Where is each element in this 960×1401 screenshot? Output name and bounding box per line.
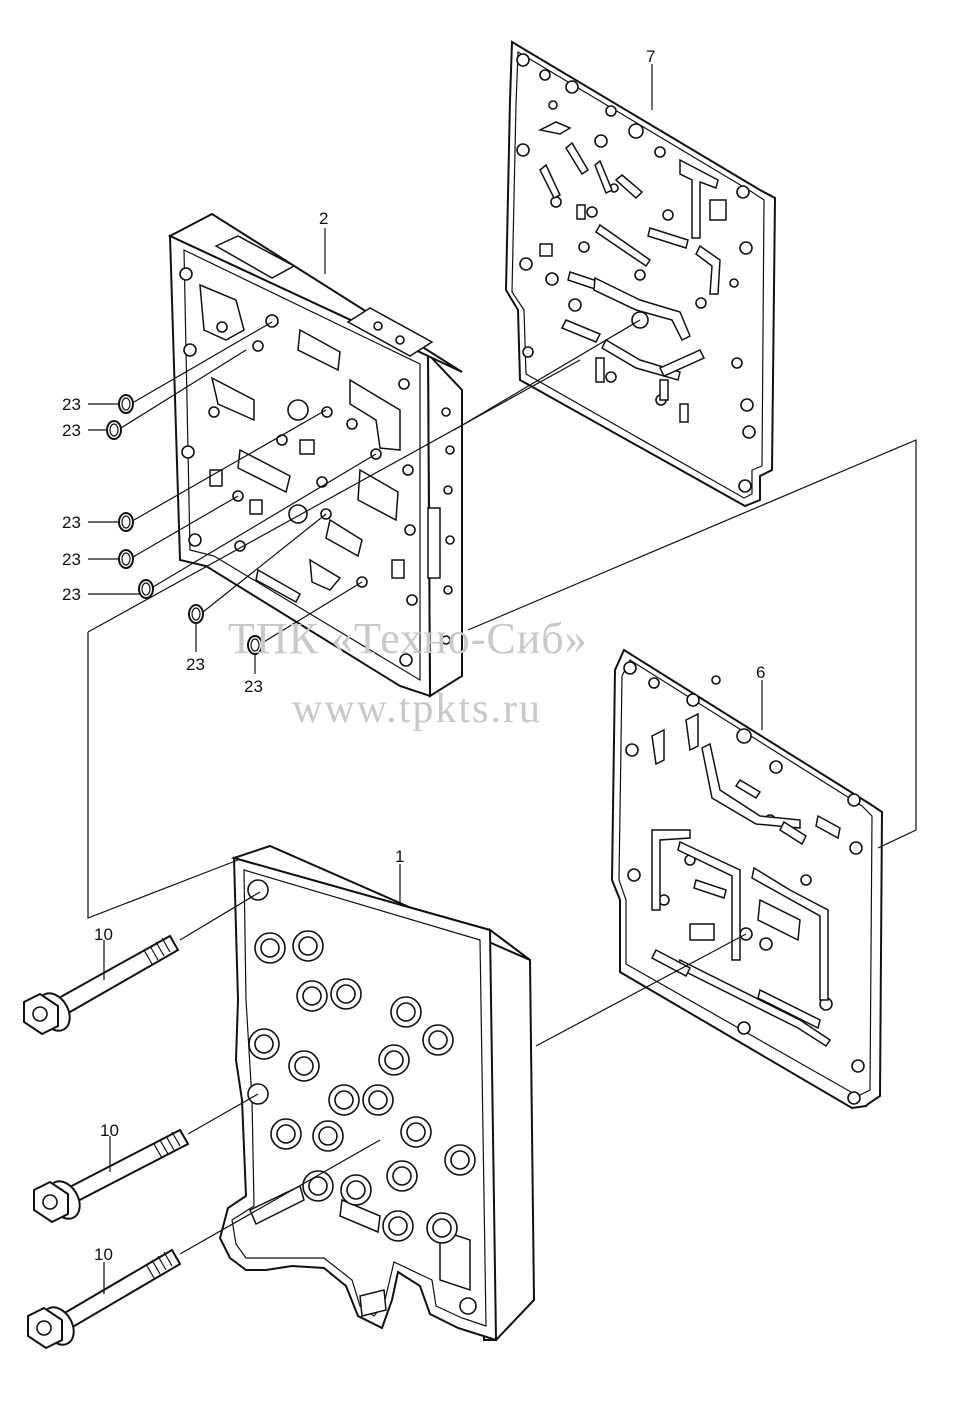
- callout-part-23-b: 23: [62, 421, 81, 440]
- valve-body-1: [218, 844, 536, 1342]
- flange-bolt-10-a: [23, 934, 180, 1036]
- screen-23-a: [118, 394, 134, 414]
- watermark-url: www.tpkts.ru: [292, 686, 542, 732]
- callout-part-23-c: 23: [62, 513, 81, 532]
- screen-23-d: [118, 549, 134, 569]
- callout-part-23-d: 23: [62, 550, 81, 569]
- callout-part-10-c: 10: [94, 1245, 113, 1264]
- callout-part-23-a: 23: [62, 395, 81, 414]
- callout-part-1: 1: [395, 847, 404, 866]
- callout-part-23-g: 23: [244, 677, 263, 696]
- watermark-company: ТПК «Техно-Сиб»: [228, 614, 588, 663]
- callout-part-23-e: 23: [62, 585, 81, 604]
- separator-plate-6: [610, 648, 884, 1110]
- separator-plate-7: [504, 40, 777, 508]
- flange-bolt-10-b: [33, 1128, 190, 1224]
- screen-23-e: [138, 579, 154, 599]
- callout-part-23-f: 23: [186, 655, 205, 674]
- callout-part-6: 6: [756, 663, 765, 682]
- callout-part-7: 7: [646, 47, 655, 66]
- screen-23-f: [188, 604, 204, 624]
- screen-23-c: [118, 512, 134, 532]
- valve-body-2: [167, 212, 463, 698]
- flange-bolt-10-c: [27, 1248, 182, 1350]
- callout-part-10-a: 10: [94, 925, 113, 944]
- callout-part-2: 2: [319, 209, 328, 228]
- screen-23-b: [106, 420, 122, 440]
- threaded-ports: [247, 879, 477, 1315]
- assembly-lines: [87, 64, 917, 1294]
- callout-part-10-b: 10: [100, 1121, 119, 1140]
